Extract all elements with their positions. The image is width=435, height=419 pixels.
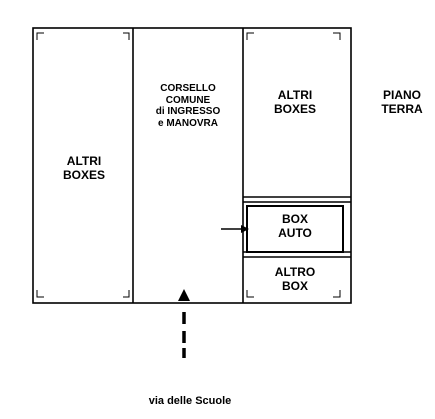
corner-marks — [36, 32, 341, 298]
access-arrow — [178, 289, 190, 358]
label-box-auto: BOX AUTO — [278, 212, 312, 240]
outer-wall — [32, 27, 352, 304]
label-corsello: CORSELLO COMUNE di INGRESSO e MANOVRA — [155, 83, 221, 129]
label-altri-boxes-right: ALTRI BOXES — [273, 88, 316, 116]
label-altri-boxes-left: ALTRI BOXES — [62, 154, 105, 182]
label-altro-box: ALTRO BOX — [274, 265, 316, 293]
label-piano-terra: PIANO TERRA — [381, 88, 423, 116]
label-street: via delle Scuole — [148, 395, 232, 407]
entry-arrow — [221, 225, 249, 233]
